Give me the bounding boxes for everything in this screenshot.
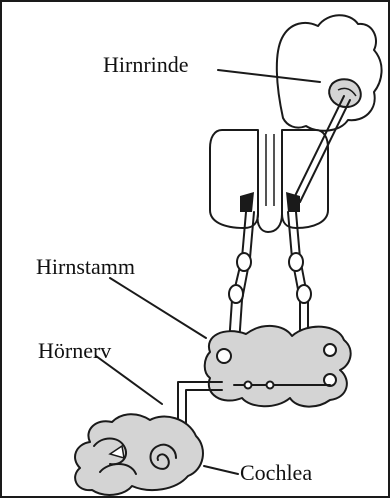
cortex-outline [277, 15, 382, 131]
auditory-cortex-lobe [329, 79, 361, 107]
crossing-node-2 [267, 382, 274, 389]
label-cochlea: Cochlea [240, 462, 312, 484]
label-auditory-nerve: Hörnerv [38, 340, 111, 362]
pointer-cochlea [204, 466, 238, 474]
relay-left-lower [229, 285, 243, 303]
thalamus-left [210, 130, 258, 228]
cochlea-body [75, 414, 203, 495]
relay-right-upper [289, 253, 303, 271]
relay-left-upper [237, 253, 251, 271]
brainstem-nuclei [205, 326, 351, 407]
label-cortex: Hirnrinde [103, 54, 189, 76]
crossing-node-1 [245, 382, 252, 389]
pointer-auditory-nerve [96, 356, 162, 404]
midbrain-notch [258, 214, 282, 232]
pointer-brainstem [110, 278, 206, 338]
label-brainstem: Hirnstamm [36, 256, 135, 278]
brainstem-dot-1 [324, 344, 336, 356]
relay-right-lower [297, 285, 311, 303]
relay-brainstem [217, 349, 231, 363]
